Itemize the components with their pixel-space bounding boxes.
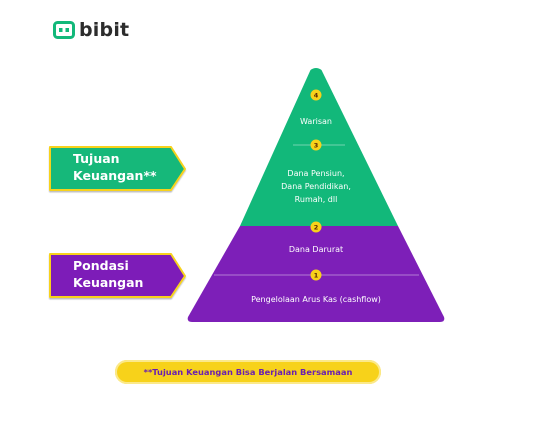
level-4-badge (310, 89, 322, 101)
label-tujuan-line2: Keuangan** (73, 168, 157, 183)
level-2-badge (310, 221, 322, 233)
level-1-number: 1 (314, 272, 319, 280)
level-3-number: 3 (314, 142, 319, 150)
pyramid-level-1: 1 Pengelolaan Arus Kas (cashflow) (251, 269, 381, 304)
level-3-text-line1: Dana Pensiun, (287, 169, 344, 178)
level-2-number: 2 (314, 224, 319, 232)
footnote-banner: **Tujuan Keuangan Bisa Berjalan Bersamaa… (115, 360, 381, 384)
pyramid-level-2: 2 Dana Darurat (289, 221, 343, 254)
level-1-text: Pengelolaan Arus Kas (cashflow) (251, 295, 381, 304)
label-tujuan-line1: Tujuan (73, 151, 120, 166)
level-1-badge (310, 269, 322, 281)
level-4-text: Warisan (300, 117, 332, 126)
bibit-logo-icon (53, 21, 75, 39)
pyramid-level-4: 4 Warisan (300, 89, 332, 126)
bibit-logo: bibit (53, 18, 129, 42)
label-tujuan-keuangan: Tujuan Keuangan** (49, 146, 186, 191)
level-3-badge (310, 139, 322, 151)
level-3-text-line2: Dana Pendidikan, (281, 182, 351, 191)
level-2-text: Dana Darurat (289, 245, 343, 254)
footnote-text: **Tujuan Keuangan Bisa Berjalan Bersamaa… (143, 367, 353, 377)
label-pondasi-line1: Pondasi (73, 258, 129, 273)
label-pondasi-line2: Keuangan (73, 275, 143, 290)
pyramid-level-3: 3 Dana Pensiun, Dana Pendidikan, Rumah, … (281, 139, 351, 204)
brand-name: bibit (79, 19, 130, 41)
label-pondasi-keuangan: Pondasi Keuangan (49, 253, 186, 298)
level-3-text-line3: Rumah, dll (295, 195, 338, 204)
pyramid: 4 Warisan 3 Dana Pensiun, Dana Pendidika… (187, 68, 445, 322)
level-4-number: 4 (314, 92, 319, 100)
